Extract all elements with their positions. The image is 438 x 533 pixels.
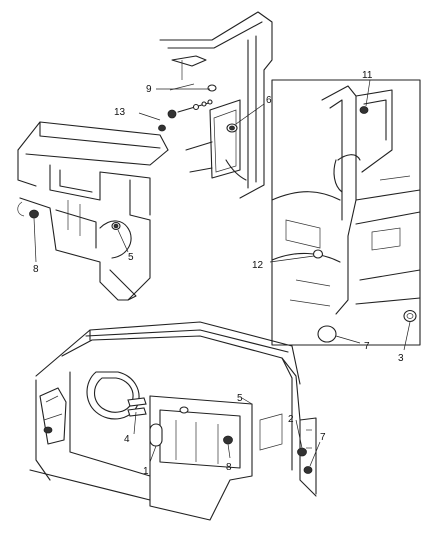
plug-11 (359, 106, 369, 114)
callout-6: 6 (266, 95, 272, 106)
callout-9: 9 (146, 84, 152, 95)
leader-lines (33, 79, 411, 467)
plug-2 (297, 447, 307, 457)
callout-2: 2 (288, 414, 294, 425)
callout-5-upper: 5 (128, 252, 134, 263)
callout-8-lower: 8 (226, 462, 232, 473)
nut-13 (167, 109, 177, 119)
plug-7-large (317, 325, 337, 343)
plug-7-small (303, 466, 313, 474)
clip-center (179, 406, 189, 414)
pillar-floor-right-view (271, 79, 421, 346)
part-4-lower (127, 407, 147, 417)
callout-7-right: 7 (364, 341, 370, 352)
callout-7-lower: 7 (320, 432, 326, 443)
callout-8-upper: 8 (33, 264, 39, 275)
cowl-side-panel-view (158, 11, 273, 199)
plug-small-9 (207, 84, 217, 92)
callout-13: 13 (114, 107, 126, 118)
callout-5-lower: 5 (237, 393, 243, 404)
callout-3: 3 (398, 353, 404, 364)
plug-3 (403, 309, 417, 323)
plug-1 (149, 423, 163, 447)
callout-4: 4 (124, 434, 130, 445)
plug-8-lower (223, 435, 233, 445)
callout-labels: 9 13 6 8 5 11 12 7 3 5 4 1 8 2 7 (33, 70, 404, 477)
part-4-upper (127, 397, 147, 407)
plug-lower-left (43, 426, 53, 434)
plug-12 (312, 249, 324, 259)
callout-1: 1 (143, 466, 149, 477)
dash-panel-left-view (17, 121, 169, 301)
plug-13 (158, 124, 166, 132)
dash-assembly-bottom-view (29, 321, 317, 521)
callout-12: 12 (252, 260, 264, 271)
plug-8-upper (29, 209, 39, 219)
callout-11: 11 (362, 70, 373, 81)
